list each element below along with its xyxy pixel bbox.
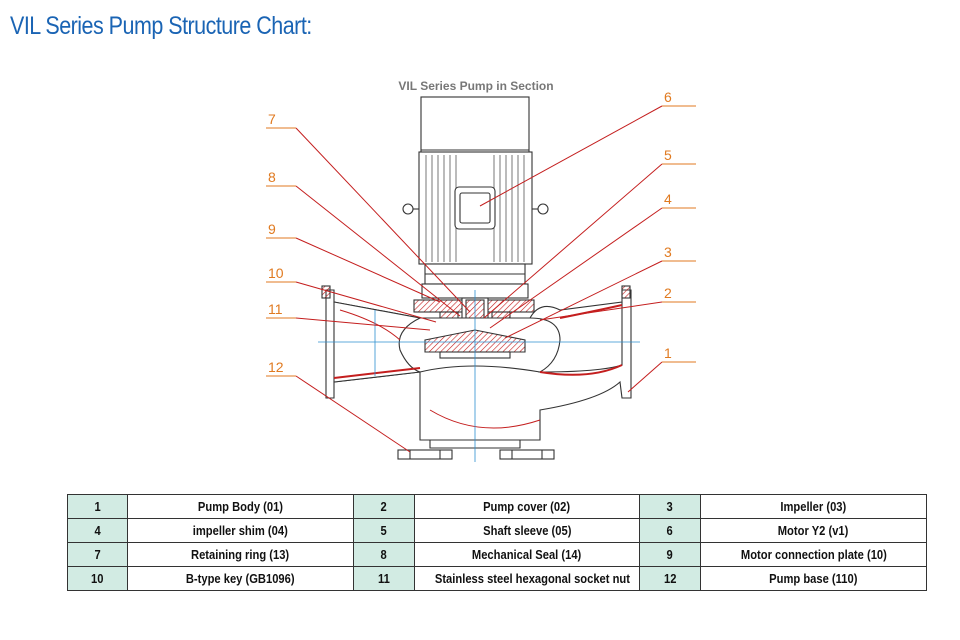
table-row: 4 impeller shim (04) 5 Shaft sleeve (05)… <box>67 518 927 543</box>
part-name: Shaft sleeve (05) <box>414 518 640 543</box>
svg-text:7: 7 <box>268 111 276 127</box>
callouts-right: 6 5 4 3 2 1 <box>479 89 696 393</box>
part-number: 6 <box>639 518 701 543</box>
callout-11: 11 <box>266 301 431 331</box>
part-name: Motor Y2 (v1) <box>700 518 927 543</box>
svg-text:5: 5 <box>664 147 672 163</box>
part-name: Stainless steel hexagonal socket nut <box>414 566 640 591</box>
section-caption: VIL Series Pump in Section <box>398 79 553 93</box>
callout-6: 6 <box>479 89 696 207</box>
callout-3: 3 <box>504 244 696 339</box>
center-lines <box>318 290 640 462</box>
part-number: 9 <box>639 542 701 567</box>
svg-text:6: 6 <box>664 89 672 105</box>
callout-10: 10 <box>266 265 437 323</box>
callout-5: 5 <box>483 147 696 319</box>
callout-9: 9 <box>266 221 441 303</box>
callouts-left: 7 8 9 10 11 12 <box>266 111 471 453</box>
table-row: 7 Retaining ring (13) 8 Mechanical Seal … <box>67 542 927 567</box>
table-row: 1 Pump Body (01) 2 Pump cover (02) 3 Imp… <box>67 494 927 519</box>
svg-text:10: 10 <box>268 265 284 281</box>
part-number: 8 <box>353 542 415 567</box>
part-name: Mechanical Seal (14) <box>414 542 640 567</box>
svg-text:11: 11 <box>268 301 283 317</box>
svg-text:2: 2 <box>664 285 672 301</box>
parts-table: 1 Pump Body (01) 2 Pump cover (02) 3 Imp… <box>67 494 927 591</box>
pump-section-drawing: VIL Series Pump in Section <box>266 79 696 462</box>
part-number: 1 <box>67 494 128 519</box>
part-number: 2 <box>353 494 415 519</box>
part-name: Motor connection plate (10) <box>700 542 927 567</box>
part-name: Impeller (03) <box>700 494 927 519</box>
part-number: 4 <box>67 518 128 543</box>
svg-text:8: 8 <box>268 169 276 185</box>
callout-8: 8 <box>266 169 461 317</box>
table-row: 10 B-type key (GB1096) 11 Stainless stee… <box>67 566 927 591</box>
part-number: 7 <box>67 542 128 567</box>
callout-12: 12 <box>266 359 411 453</box>
pump-base <box>397 440 555 460</box>
svg-text:12: 12 <box>268 359 284 375</box>
part-name: Pump cover (02) <box>414 494 640 519</box>
part-number: 12 <box>639 566 701 591</box>
svg-text:4: 4 <box>664 191 672 207</box>
part-name: Pump base (110) <box>700 566 927 591</box>
callout-1: 1 <box>627 345 696 393</box>
callout-4: 4 <box>489 191 696 329</box>
part-name: Pump Body (01) <box>127 494 354 519</box>
part-name: Retaining ring (13) <box>127 542 354 567</box>
part-name: impeller shim (04) <box>127 518 354 543</box>
part-name: B-type key (GB1096) <box>127 566 354 591</box>
motor <box>402 96 549 285</box>
part-number: 5 <box>353 518 415 543</box>
svg-text:1: 1 <box>664 345 672 361</box>
callout-2: 2 <box>539 285 696 321</box>
svg-text:3: 3 <box>664 244 672 260</box>
svg-text:9: 9 <box>268 221 276 237</box>
callout-7: 7 <box>266 111 471 313</box>
part-number: 3 <box>639 494 701 519</box>
page-title: VIL Series Pump Structure Chart: <box>10 12 312 40</box>
part-number: 10 <box>67 566 128 591</box>
part-number: 11 <box>353 566 415 591</box>
